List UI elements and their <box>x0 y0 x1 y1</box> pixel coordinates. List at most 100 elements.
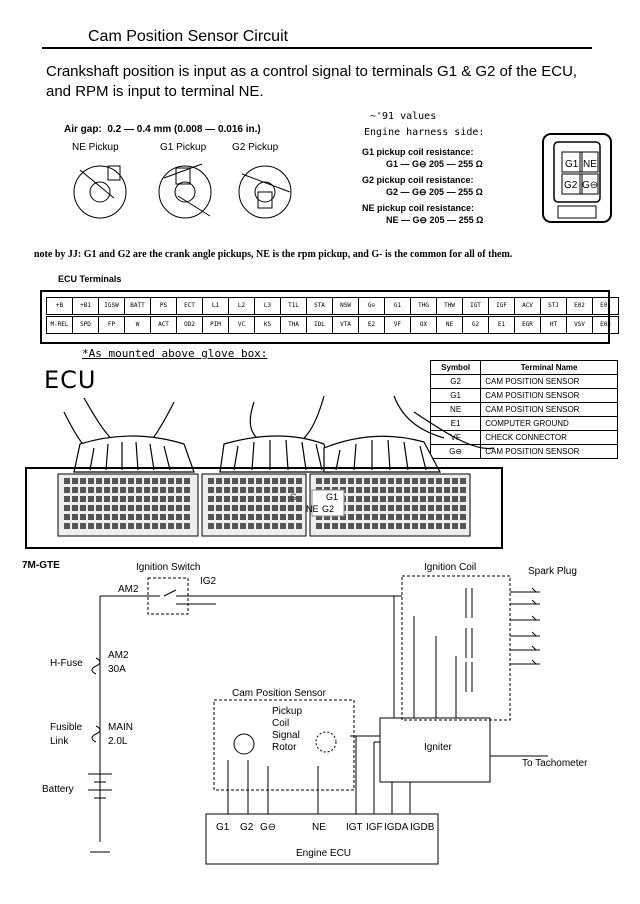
wiring-diagram: 7M-GTE Ignition Switch AM2 IG2 Ignition … <box>22 560 588 865</box>
pickup-label: Pickup <box>272 706 302 717</box>
am2-label: AM2 <box>118 584 139 595</box>
ecu-pin <box>364 514 370 520</box>
ecu-pin <box>208 514 214 520</box>
ecu-pin <box>460 505 466 511</box>
ecu-pin <box>120 496 126 502</box>
photo-label-g1: G1 <box>326 492 338 502</box>
ecu-photo: G- G1 NE G2 <box>25 395 503 549</box>
ecu-pin <box>120 514 126 520</box>
ecu-pin <box>348 523 354 529</box>
hfuse-label: H-Fuse <box>50 658 83 669</box>
ecu-pin <box>396 487 402 493</box>
ecu-pin <box>428 496 434 502</box>
ecu-pin <box>216 505 222 511</box>
resistance-list: G1 pickup coil resistance: G1 — G⊖ 205 —… <box>362 146 552 226</box>
harness-side-label: Engine harness side: <box>364 127 485 138</box>
ecu-pin <box>404 523 410 529</box>
ecu-pin <box>460 514 466 520</box>
ecu-pin <box>240 523 246 529</box>
ecu-pin <box>280 487 286 493</box>
ecu-pin <box>240 478 246 484</box>
terminal-cell: PIM <box>202 316 229 334</box>
ecu-pin <box>168 487 174 493</box>
link-label: Link <box>50 736 69 747</box>
ecu-pin <box>256 487 262 493</box>
ecu-pin <box>72 523 78 529</box>
ecu-pin <box>272 496 278 502</box>
ecu-pin <box>248 523 254 529</box>
ecu-pin-label: IGDB <box>410 822 435 833</box>
ecu-pin <box>224 496 230 502</box>
ecu-pin <box>364 505 370 511</box>
fusible-label: Fusible <box>50 722 83 733</box>
ecu-pin <box>168 478 174 484</box>
ecu-pin <box>288 505 294 511</box>
ecu-pin <box>436 523 442 529</box>
ecu-pin <box>160 523 166 529</box>
photo-label-g2: G2 <box>322 504 334 514</box>
ecu-pin <box>452 514 458 520</box>
terminal-cell: SPD <box>72 316 99 334</box>
values-note: ~'91 values <box>370 111 437 122</box>
ecu-pin <box>152 514 158 520</box>
ecu-pin <box>88 514 94 520</box>
ecu-pin <box>412 514 418 520</box>
main-rating: 2.0L <box>108 736 128 747</box>
resistance-value: NE — G⊖ 205 — 255 Ω <box>386 215 484 225</box>
igniter-label: Igniter <box>424 742 452 753</box>
terminal-cell: W <box>124 316 151 334</box>
ecu-pin <box>64 505 70 511</box>
ecu-pin <box>388 505 394 511</box>
ecu-pin <box>208 505 214 511</box>
ecu-pin <box>120 523 126 529</box>
ecu-pin <box>264 478 270 484</box>
ecu-pin <box>176 514 182 520</box>
ecu-pin <box>264 505 270 511</box>
ecu-pin <box>112 487 118 493</box>
ecu-pin <box>296 478 302 484</box>
ecu-pin <box>348 487 354 493</box>
ecu-pin <box>80 523 86 529</box>
ecu-pin <box>420 478 426 484</box>
ecu-pin <box>216 514 222 520</box>
ecu-pin <box>176 496 182 502</box>
ecu-pin-label: G1 <box>216 822 230 833</box>
ecu-pin <box>420 514 426 520</box>
ecu-pin <box>452 505 458 511</box>
ecu-pin <box>152 505 158 511</box>
ecu-pin <box>296 514 302 520</box>
model-label: 7M-GTE <box>22 560 60 571</box>
ecu-pin <box>112 514 118 520</box>
terminal-cell: L2 <box>228 297 255 315</box>
ecu-pin <box>256 514 262 520</box>
ecu-pin <box>272 514 278 520</box>
g1-pickup-label: G1 Pickup <box>160 142 207 153</box>
ecu-pin <box>240 496 246 502</box>
ecu-pin <box>160 487 166 493</box>
terminal-cell: IGT <box>462 297 489 315</box>
terminal-cell: NE <box>436 316 463 334</box>
jj-note: note by JJ: G1 and G2 are the crank angl… <box>34 249 513 260</box>
table-header: Symbol <box>429 360 482 375</box>
spark-gaps <box>531 587 537 665</box>
coil-cores <box>465 588 473 692</box>
ecu-pin <box>88 505 94 511</box>
g2-pickup-drawing <box>238 165 292 219</box>
ecu-pin <box>184 496 190 502</box>
resistance-label: G2 pickup coil resistance: <box>362 175 474 185</box>
ecu-pin <box>80 487 86 493</box>
ecu-pin <box>412 496 418 502</box>
ecu-pin <box>72 514 78 520</box>
ecu-pin <box>288 478 294 484</box>
terminal-cell: M-REL <box>46 316 73 334</box>
pickup-drawings <box>73 163 292 219</box>
rotor-label: Rotor <box>272 742 297 753</box>
ne-pickup-drawing <box>73 165 127 219</box>
ecu-pin <box>372 505 378 511</box>
ecu-pin <box>232 523 238 529</box>
ecu-pin <box>128 523 134 529</box>
ecu-pin <box>296 496 302 502</box>
table-row: G⊖CAM POSITION SENSOR <box>429 444 618 459</box>
ecu-pin <box>144 496 150 502</box>
terminal-cell: VTA <box>332 316 359 334</box>
